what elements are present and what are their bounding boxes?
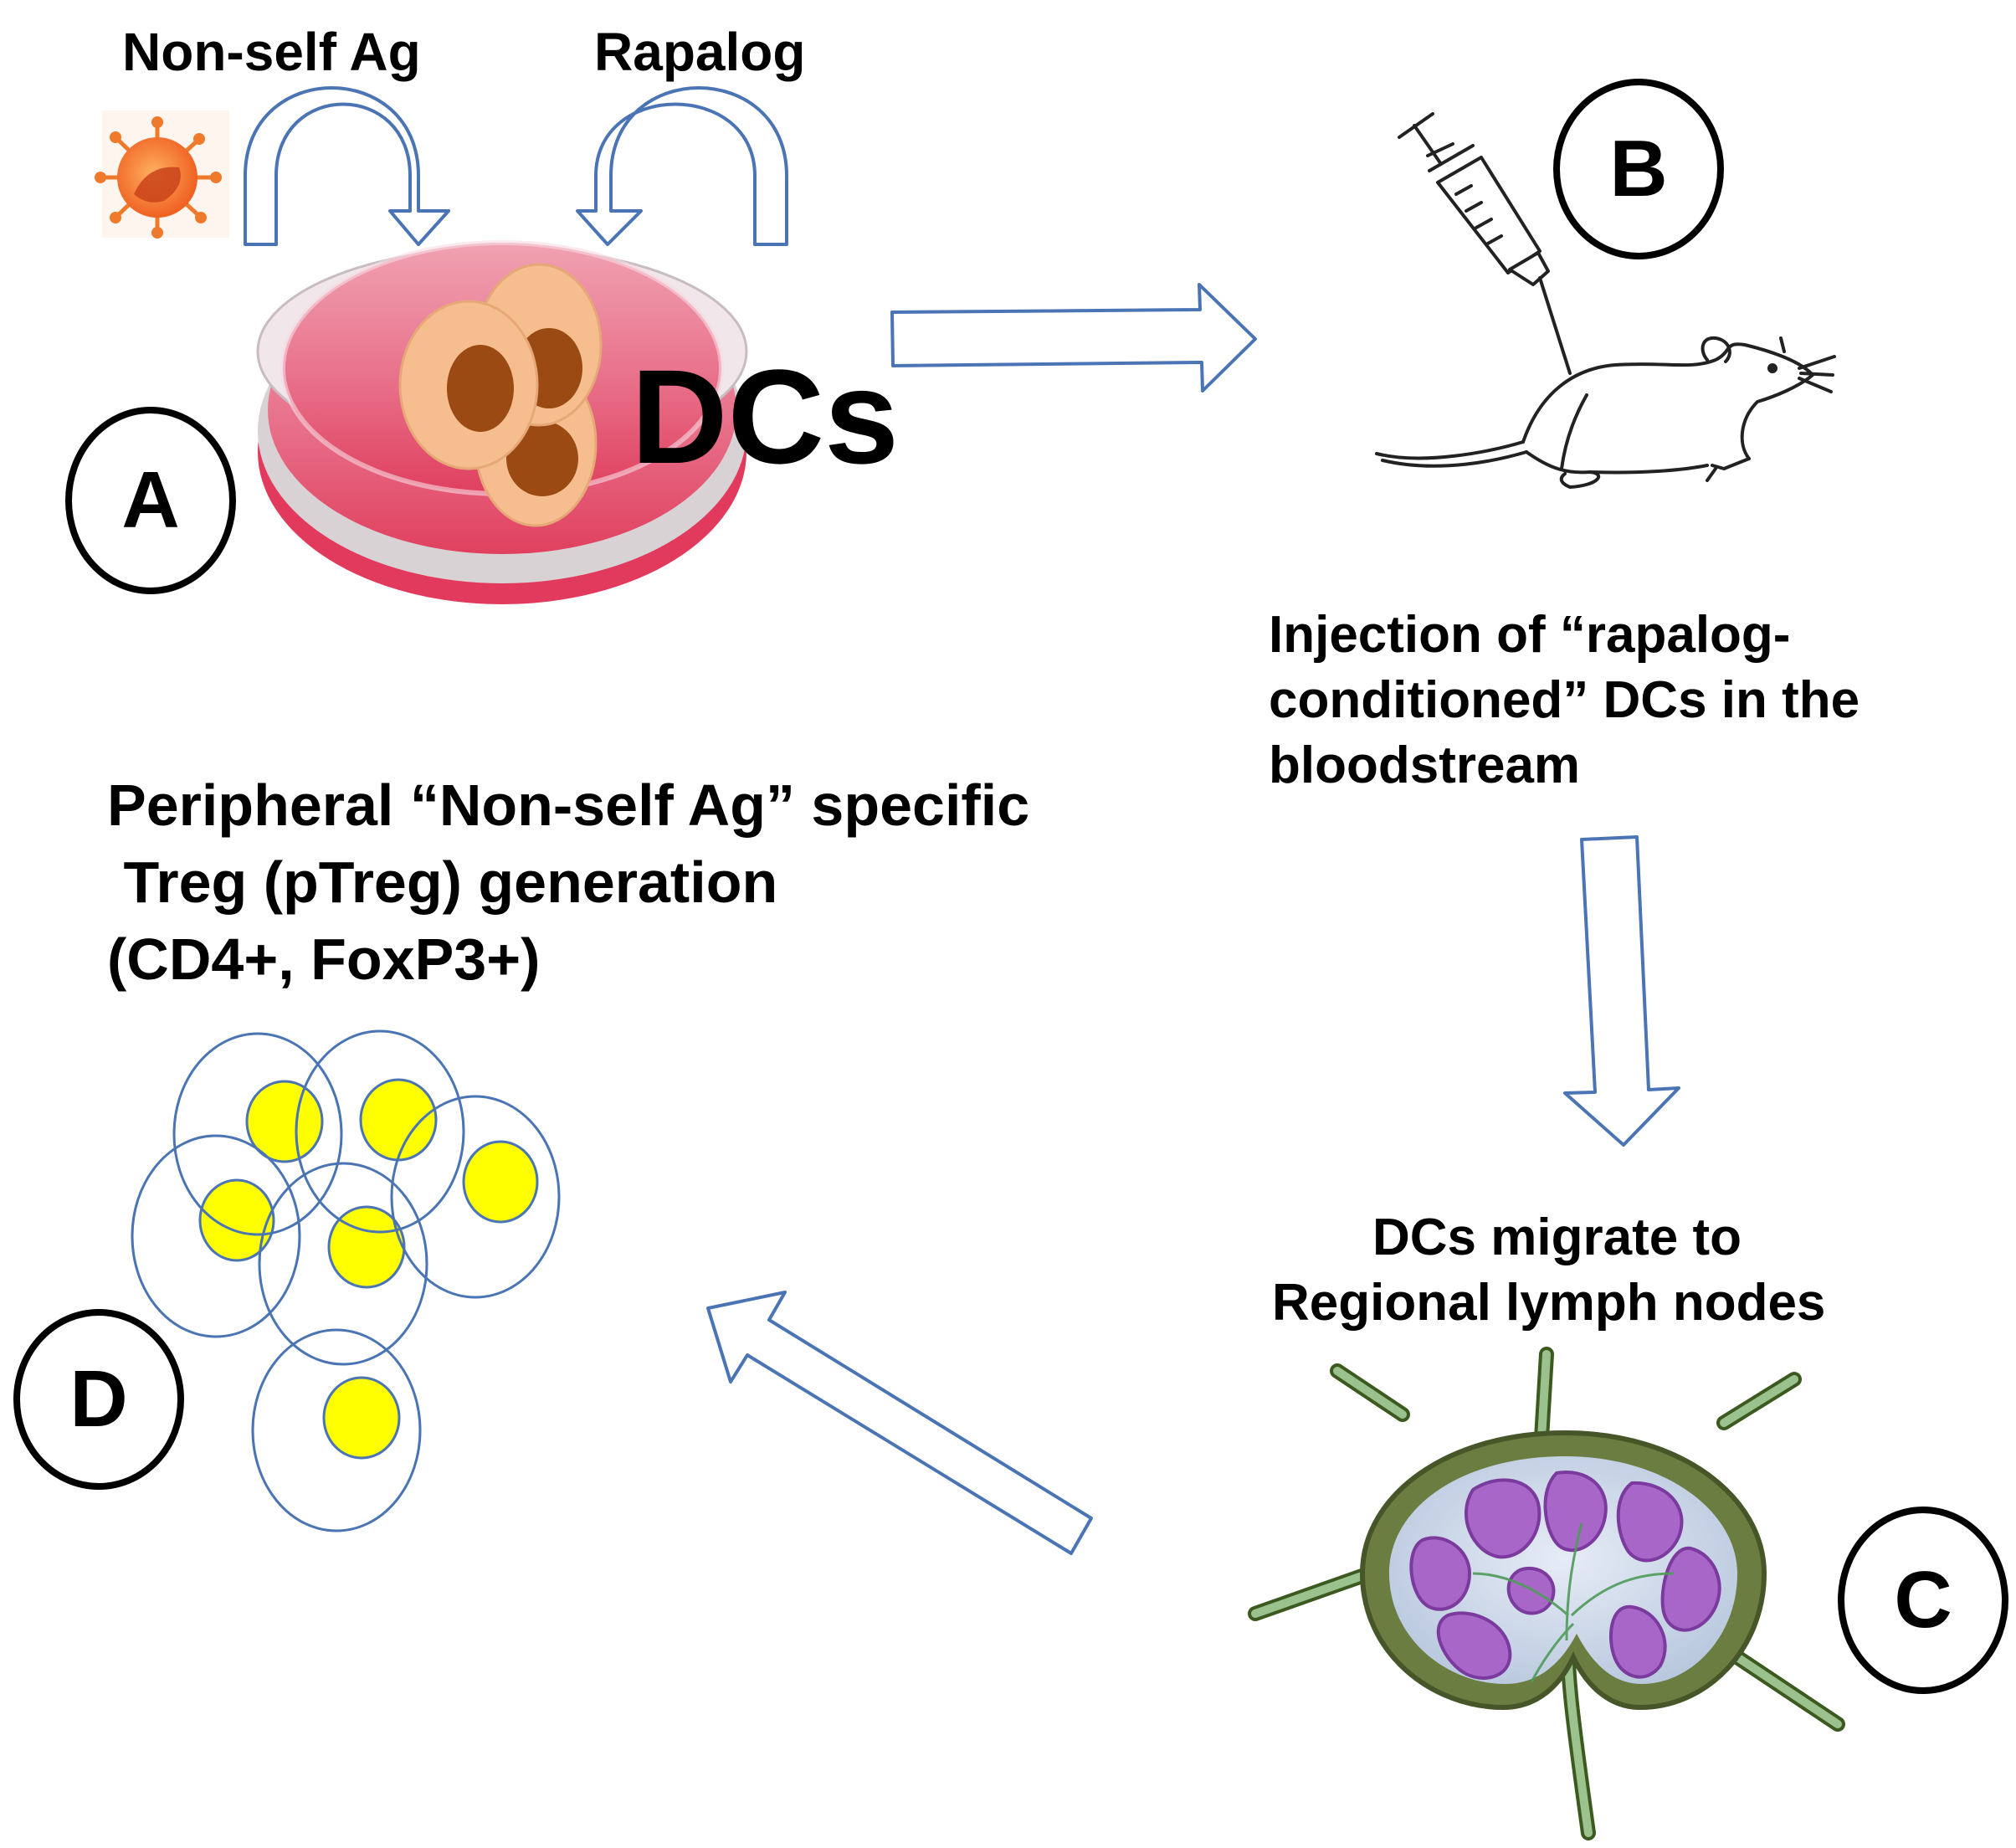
step-c-letter: C <box>1894 1555 1952 1645</box>
dc-nucleus <box>447 345 514 432</box>
injection-text-line-3: bloodstream <box>1269 737 1581 794</box>
treg-nucleus <box>245 1080 324 1163</box>
injection-text-line-1: Injection of “rapalog- <box>1269 606 1791 664</box>
treg-cell <box>295 1029 465 1234</box>
treg-cell <box>251 1328 422 1532</box>
treg-cell <box>131 1134 301 1338</box>
dendritic-cell-cluster <box>398 263 603 527</box>
treg-cell <box>258 1162 428 1366</box>
syringe-icon <box>1398 112 1572 375</box>
curved-arrow-rapalog-icon <box>576 86 788 246</box>
step-a-letter: A <box>121 455 180 545</box>
step-b-circle <box>1553 79 1724 259</box>
arrow-down-icon <box>1563 835 1680 1147</box>
ptreg-text-line-3: (CD4+, FoxP3+) <box>107 927 541 992</box>
virus-icon <box>95 110 229 239</box>
migrate-text-line-2: Regional lymph nodes <box>1272 1274 1826 1332</box>
rapalog-label: Rapalog <box>594 22 806 82</box>
treg-nucleus <box>462 1140 539 1224</box>
arrow-right-icon <box>890 283 1257 393</box>
curved-arrow-antigen-icon <box>244 86 450 246</box>
step-d-letter: D <box>69 1354 128 1444</box>
ptreg-text-line-2: Treg (pTreg) generation <box>107 850 778 915</box>
treg-nucleus <box>322 1376 401 1460</box>
mouse-icon <box>1375 336 1836 489</box>
dcs-label: DCs <box>631 341 900 491</box>
step-c-circle <box>1838 1507 2008 1694</box>
treg-nucleus <box>359 1078 438 1162</box>
step-d-circle <box>13 1309 184 1490</box>
step-b-letter: B <box>1609 124 1668 213</box>
step-a-circle <box>65 407 236 594</box>
treg-nucleus <box>198 1178 275 1262</box>
ptreg-text-line-1: Peripheral “Non-self Ag” specific <box>107 773 1030 838</box>
treg-cell <box>172 1032 343 1236</box>
treg-cell-cluster <box>131 1029 561 1532</box>
dc-nucleus <box>506 421 578 496</box>
injection-text-line-2: conditioned” DCs in the <box>1269 671 1860 729</box>
treg-cell <box>390 1095 561 1299</box>
migrate-text-line-1: DCs migrate to <box>1372 1209 1742 1266</box>
non-self-ag-label: Non-self Ag <box>122 22 421 82</box>
arrow-up-left-icon <box>706 1291 1093 1555</box>
lymph-node-icon <box>1248 1347 1845 1840</box>
